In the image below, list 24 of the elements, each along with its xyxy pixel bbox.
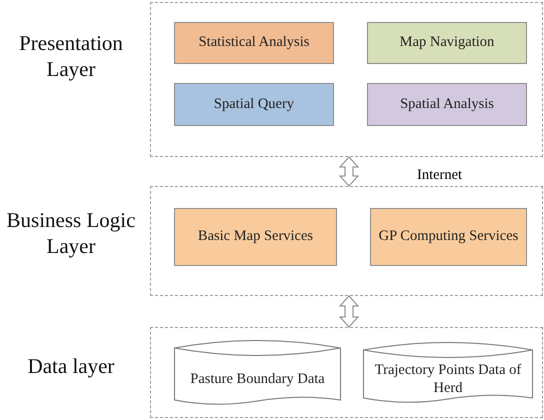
node-text: Spatial Analysis	[400, 96, 494, 114]
dashed-layer-frame	[150, 186, 543, 296]
database-cylinder	[363, 341, 533, 406]
layer-label: Data layer	[26, 353, 116, 380]
node-text: Trajectory Points Data of Herd	[374, 362, 522, 397]
module-box	[370, 208, 527, 266]
module-box	[174, 208, 337, 266]
database-cylinder	[174, 339, 341, 408]
node-text: Basic Map Services	[198, 228, 314, 246]
node-text: Pasture Boundary Data	[190, 370, 325, 388]
double-arrow	[338, 156, 360, 187]
module-box	[174, 22, 334, 64]
layer-label: Presentation Layer	[18, 30, 124, 82]
node-text: Spatial Query	[214, 96, 294, 114]
dashed-layer-frame	[150, 327, 543, 418]
module-box	[174, 83, 334, 126]
double-arrow	[338, 295, 360, 328]
module-box	[367, 83, 527, 126]
node-text: Map Navigation	[400, 34, 494, 52]
module-box	[367, 22, 527, 64]
node-text: Statistical Analysis	[198, 34, 310, 52]
layer-label: Business Logic Layer	[6, 207, 136, 260]
node-text: GP Computing Services	[378, 228, 518, 246]
dashed-layer-frame	[150, 2, 543, 157]
